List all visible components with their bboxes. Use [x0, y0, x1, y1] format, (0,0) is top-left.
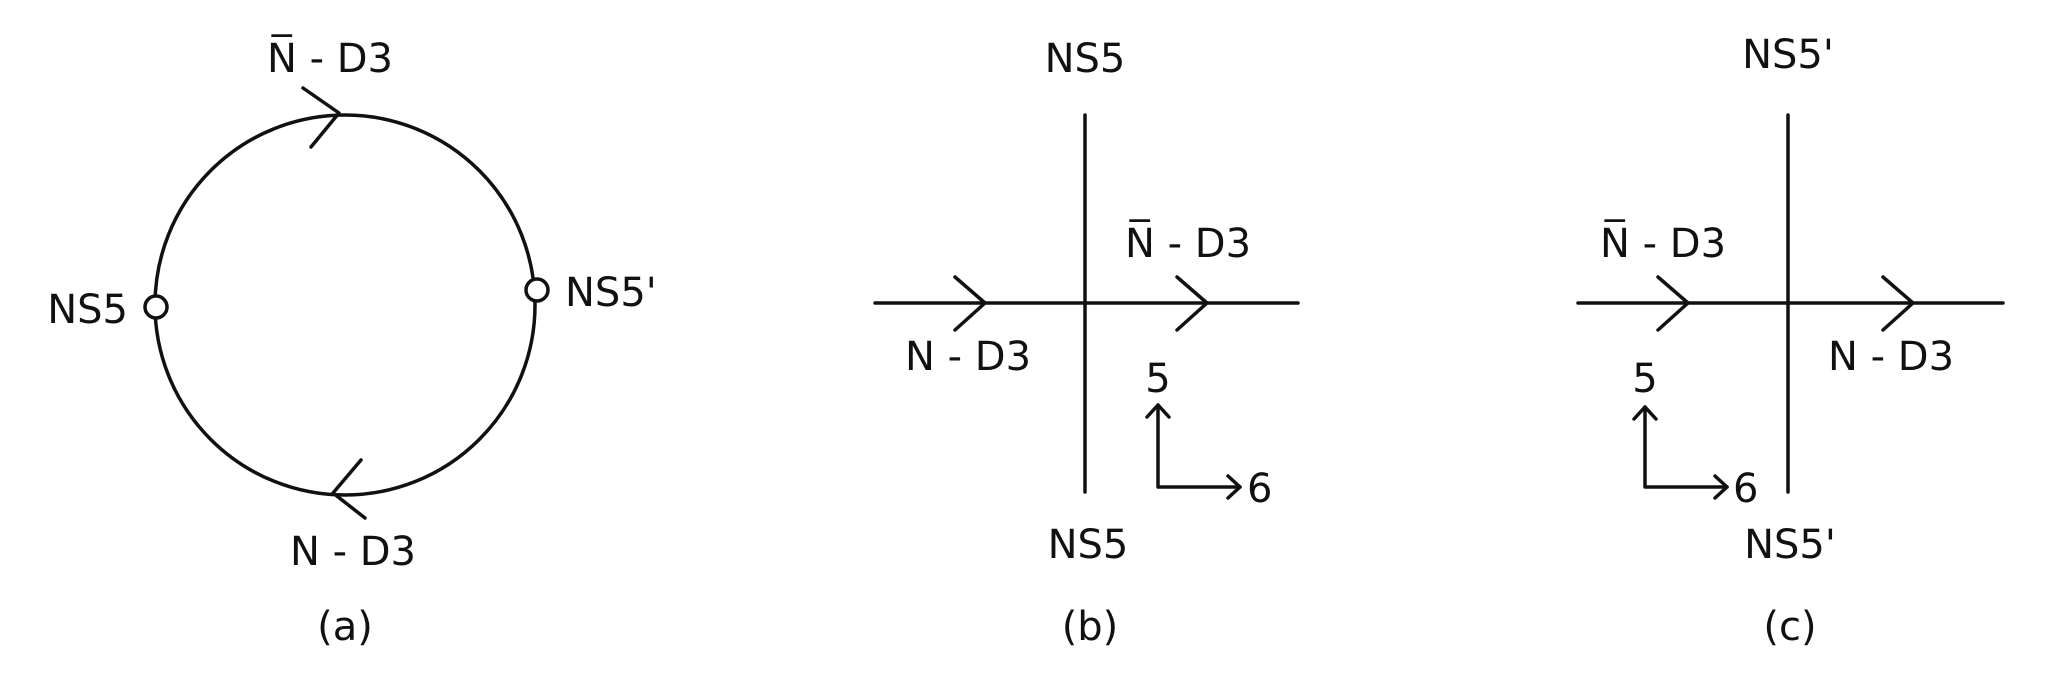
- left-arrowhead: [1656, 275, 1690, 332]
- panel-c: NS5' NS5' N̅ - D3 N - D3 5 6 (c): [1576, 32, 2005, 650]
- antiN-d3-label: N̅ - D3: [1600, 219, 1726, 267]
- n-d3-label: N - D3: [1828, 334, 1954, 380]
- axis-5-arrowhead: [1145, 403, 1171, 419]
- ns5-prime-label: NS5': [565, 270, 657, 316]
- ns5-node: [143, 294, 169, 320]
- axis-5-label: 5: [1145, 356, 1170, 402]
- ns5-top-label: NS5: [1045, 36, 1126, 82]
- antiN-d3-label: N̅ - D3: [1125, 219, 1251, 267]
- d3-loop-circle: [153, 113, 537, 497]
- bottom-d3-label: N - D3: [290, 529, 416, 575]
- ns5-bottom-label: NS5: [1048, 522, 1129, 568]
- panel-c-caption: (c): [1763, 604, 1816, 650]
- top-d3-label: N̅ - D3: [267, 34, 393, 82]
- coordinate-axes: [1643, 405, 1729, 489]
- axis-6-label: 6: [1733, 466, 1758, 512]
- left-arrowhead: [953, 275, 987, 332]
- panel-a: N̅ - D3 N - D3 NS5 NS5' (a): [47, 34, 657, 650]
- axis-5-arrowhead: [1632, 405, 1658, 421]
- panel-b-caption: (b): [1062, 604, 1119, 650]
- axis-6-label: 6: [1247, 466, 1272, 512]
- top-arrowhead: [301, 86, 341, 149]
- ns5-prime-node: [524, 277, 550, 303]
- right-arrowhead: [1175, 275, 1209, 332]
- ns5-label: NS5: [47, 287, 128, 333]
- axis-6-arrowhead: [1226, 474, 1242, 500]
- panel-a-caption: (a): [317, 604, 373, 650]
- ns5-prime-top-label: NS5': [1742, 32, 1834, 78]
- coordinate-axes: [1156, 403, 1242, 489]
- ns5-prime-bottom-label: NS5': [1744, 522, 1836, 568]
- right-arrowhead: [1881, 275, 1915, 332]
- n-d3-label: N - D3: [905, 334, 1031, 380]
- axis-6-arrowhead: [1713, 474, 1729, 500]
- bottom-arrowhead: [331, 458, 367, 520]
- axis-5-label: 5: [1632, 356, 1657, 402]
- panel-b: NS5 NS5 N̅ - D3 N - D3 5 6 (b): [873, 36, 1300, 650]
